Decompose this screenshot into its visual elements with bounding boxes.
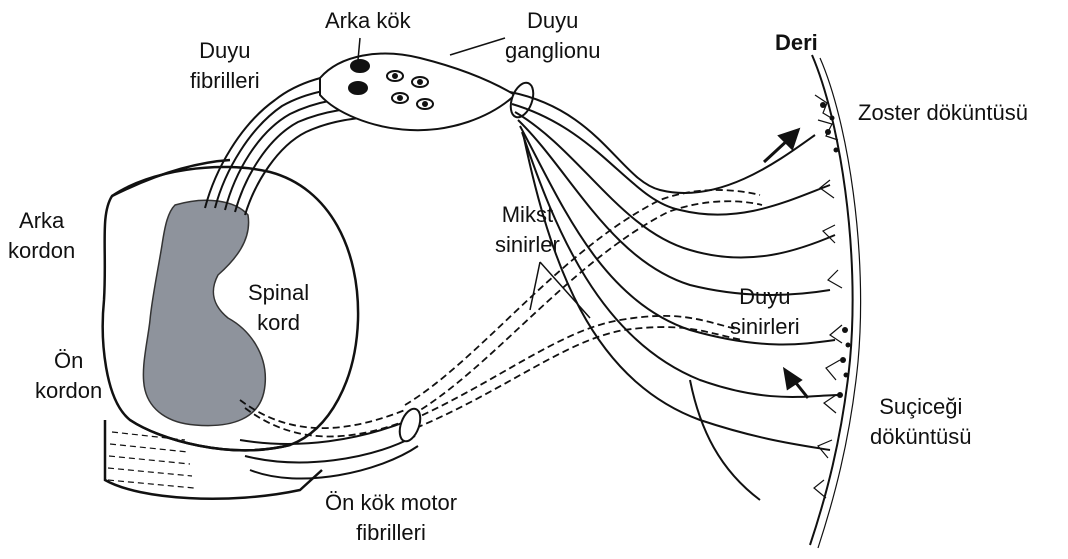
label-suciceqi: Suçiceği döküntüsü [870, 392, 972, 452]
duyu-sinirleri-line2: sinirleri [730, 312, 800, 342]
spinal-kord-line2: kord [248, 308, 309, 338]
nerve-sheath-dorsal [506, 80, 537, 121]
direction-arrows [764, 130, 808, 398]
label-arka-kordon: Arka kordon [8, 206, 75, 266]
arka-kok-text: Arka kök [325, 6, 411, 36]
mikst-sinirler-line1: Mikst [495, 200, 560, 230]
zoster-text: Zoster döküntüsü [858, 98, 1028, 128]
duyu-sinirleri-line1: Duyu [730, 282, 800, 312]
on-kordon-line2: kordon [35, 376, 102, 406]
suciceqi-line1: Suçiceği [870, 392, 972, 422]
suciceqi-line2: döküntüsü [870, 422, 972, 452]
on-kok-motor-line2: fibrilleri [325, 518, 457, 548]
label-duyu-fibrilleri: Duyu fibrilleri [190, 36, 260, 96]
duyu-ganglionu-line1: Duyu [505, 6, 600, 36]
label-on-kok-motor: Ön kök motor fibrilleri [325, 488, 457, 548]
label-arka-kok: Arka kök [325, 6, 411, 36]
mikst-sinirler-line2: sinirler [495, 230, 560, 260]
arka-kordon-line1: Arka [8, 206, 75, 236]
skin-line [810, 55, 861, 548]
label-zoster: Zoster döküntüsü [858, 98, 1028, 128]
on-kordon-line1: Ön [35, 346, 102, 376]
duyu-fibrilleri-line2: fibrilleri [190, 66, 260, 96]
on-kok-motor-line1: Ön kök motor [325, 488, 457, 518]
label-mikst-sinirler: Mikst sinirler [495, 200, 560, 260]
label-duyu-sinirleri: Duyu sinirleri [730, 282, 800, 342]
label-deri: Deri [775, 28, 818, 58]
arka-kordon-line2: kordon [8, 236, 75, 266]
duyu-fibrilleri-line1: Duyu [190, 36, 260, 66]
deri-text: Deri [775, 28, 818, 58]
label-spinal-kord: Spinal kord [248, 278, 309, 338]
duyu-ganglionu-line2: ganglionu [505, 36, 600, 66]
label-on-kordon: Ön kordon [35, 346, 102, 406]
spinal-kord-line1: Spinal [248, 278, 309, 308]
label-duyu-ganglionu: Duyu ganglionu [505, 6, 600, 66]
